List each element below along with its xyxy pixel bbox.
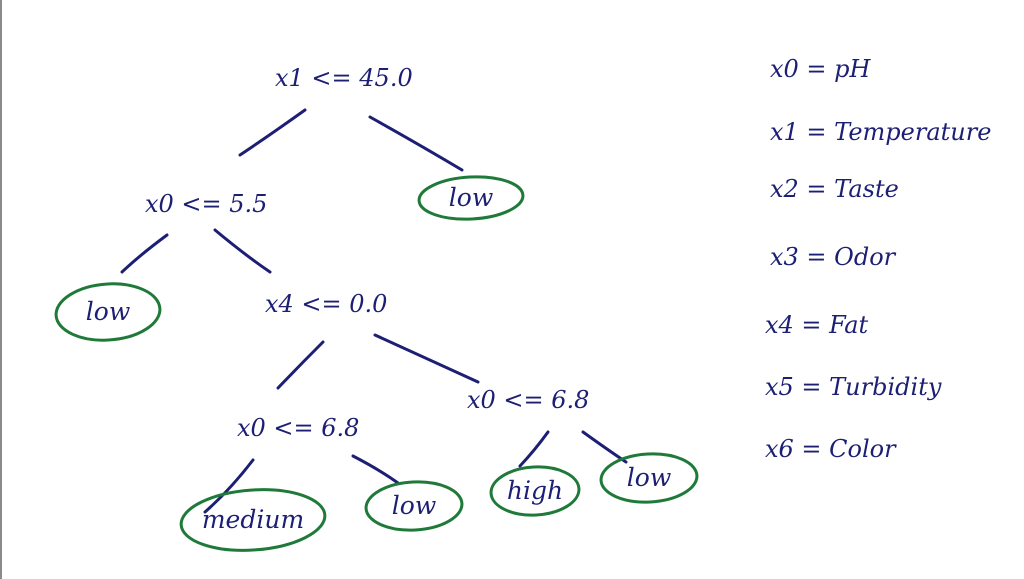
leaf-low-3: low xyxy=(364,480,464,532)
leaf-label: high xyxy=(507,476,563,505)
tree-nodes: x1 <= 45.0 x0 <= 5.5 x4 <= 0.0 x0 <= 6.8… xyxy=(145,64,589,442)
legend-item-x4: x4 = Fat xyxy=(765,311,869,339)
leaf-ring xyxy=(54,282,162,342)
leaf-low-2: low xyxy=(54,282,162,342)
leaf-label: low xyxy=(392,491,436,520)
edge-n3-n5 xyxy=(373,333,480,384)
leaf-label: low xyxy=(86,297,130,326)
leaf-ring xyxy=(599,452,699,504)
variable-legend: x0 = pH x1 = Temperature x2 = Taste x3 =… xyxy=(765,55,991,463)
leaf-label: medium xyxy=(202,505,304,534)
node-x0-5-5: x0 <= 5.5 xyxy=(145,190,267,218)
tree-leaves: low low medium low high low xyxy=(54,175,699,552)
node-x4-0-0: x4 <= 0.0 xyxy=(265,290,387,318)
leaf-low-4: low xyxy=(599,452,699,504)
legend-item-x3: x3 = Odor xyxy=(770,243,897,271)
edge-n3-n4 xyxy=(276,340,325,390)
node-root: x1 <= 45.0 xyxy=(275,64,413,92)
leaf-ring xyxy=(364,480,464,532)
edge-n4-l3 xyxy=(203,458,255,514)
legend-item-x5: x5 = Turbidity xyxy=(765,373,942,401)
legend-item-x0: x0 = pH xyxy=(770,55,872,83)
edge-n4-l4 xyxy=(351,454,400,485)
leaf-label: low xyxy=(627,463,671,492)
edge-n2-l2 xyxy=(120,233,169,274)
edge-n5-l6 xyxy=(581,430,628,464)
edge-n5-l5 xyxy=(518,430,550,468)
leaf-high: high xyxy=(489,465,581,517)
leaf-medium: medium xyxy=(179,488,327,552)
legend-item-x1: x1 = Temperature xyxy=(770,118,991,146)
leaf-low-1: low xyxy=(417,175,525,221)
leaf-label: low xyxy=(449,183,493,212)
edge-n1-n2 xyxy=(238,108,307,157)
edge-n2-n3 xyxy=(213,228,272,274)
leaf-ring xyxy=(417,175,525,221)
legend-item-x6: x6 = Color xyxy=(765,435,897,463)
edge-n1-l1 xyxy=(368,115,464,172)
node-x0-6-8-left: x0 <= 6.8 xyxy=(237,414,359,442)
leaf-ring xyxy=(489,465,581,517)
left-border xyxy=(0,0,2,579)
legend-item-x2: x2 = Taste xyxy=(770,175,899,203)
node-x0-6-8-right: x0 <= 6.8 xyxy=(467,386,589,414)
leaf-ring xyxy=(179,488,327,552)
